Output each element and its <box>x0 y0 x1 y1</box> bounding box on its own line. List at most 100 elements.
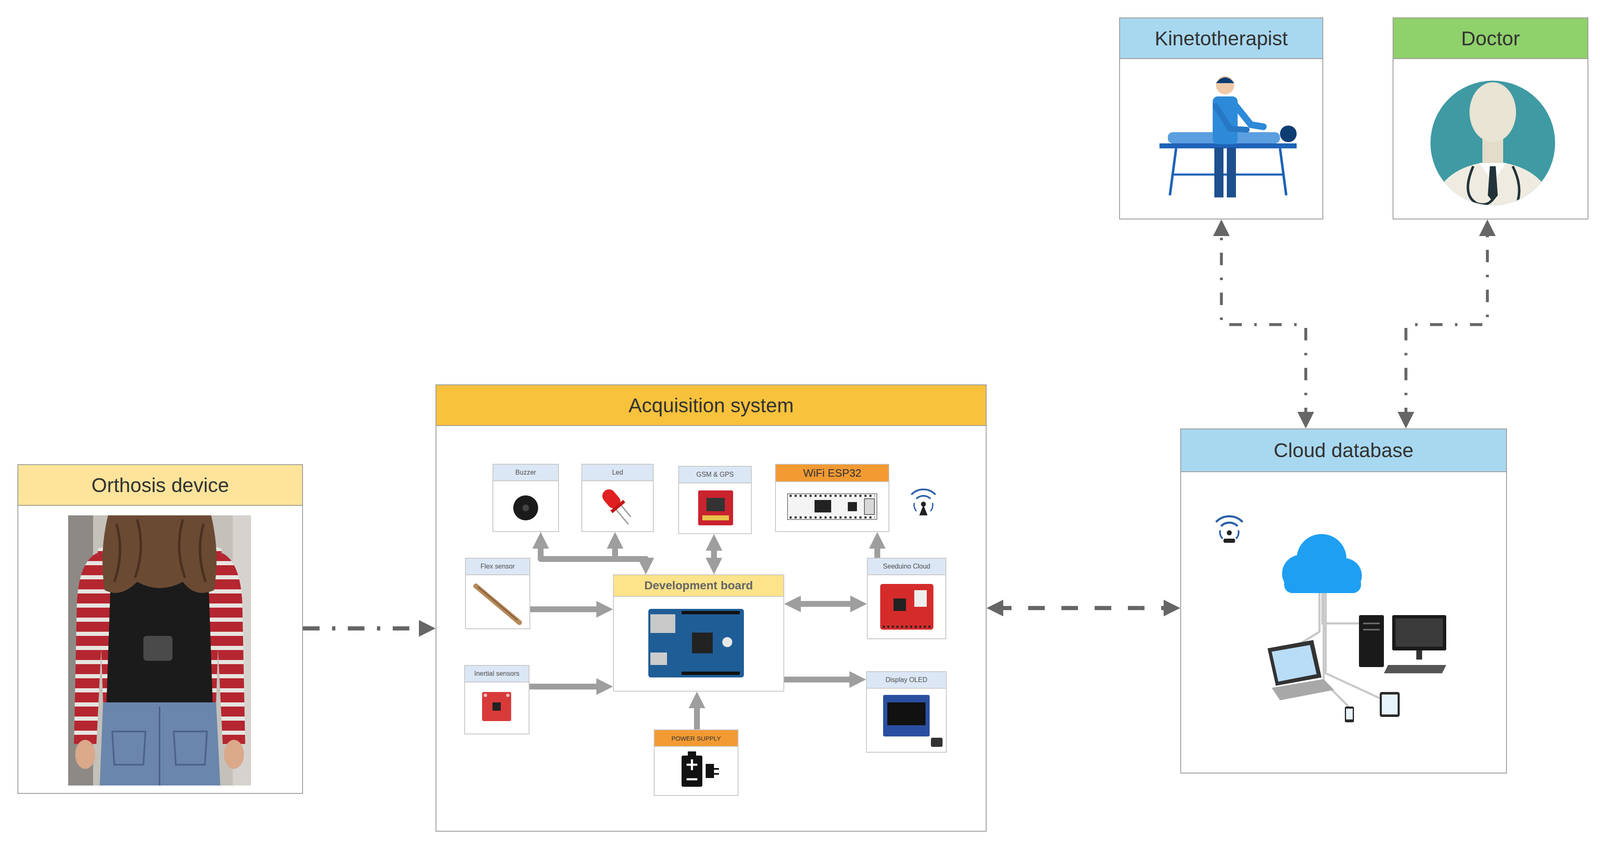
cloud-network-icon <box>1271 679 1335 701</box>
inertial-sensor-board <box>506 693 510 697</box>
header-band: Led <box>582 464 653 482</box>
connector <box>530 606 605 613</box>
development-board-icon <box>691 632 713 654</box>
doctor-icon <box>1467 166 1497 205</box>
oled-display-icon <box>883 694 930 737</box>
cloud-network-icon <box>1416 650 1423 660</box>
node-label: Buzzer <box>515 468 537 477</box>
header-band: Cloud database <box>1181 429 1507 473</box>
node-box: Flex sensor <box>465 557 531 630</box>
cloud-network-icon <box>1267 640 1322 686</box>
node-label: Kinetotherapist <box>1154 27 1288 50</box>
esp32-board <box>847 502 857 512</box>
inertial-sensor-board <box>482 691 512 722</box>
node-label: GSM & GPS <box>696 470 734 479</box>
connector <box>874 540 881 558</box>
led-icon <box>599 486 624 512</box>
esp32-board <box>789 494 875 498</box>
orthosis-photo <box>216 552 246 744</box>
cloud-network-icon <box>1344 706 1354 723</box>
header-band: Doctor <box>1393 18 1588 60</box>
cloud-network-icon <box>1220 530 1223 539</box>
cloud-network-icon <box>1235 530 1239 539</box>
wifi-symbol <box>911 489 936 495</box>
seeeduino-cloud-board <box>893 598 906 611</box>
connector <box>302 626 428 631</box>
cloud-network-icon <box>1383 664 1447 674</box>
inertial-sensor-board <box>492 702 501 711</box>
connector <box>1221 227 1306 421</box>
kinetotherapist-icon <box>1216 76 1235 95</box>
header-band: POWER SUPPLY <box>654 730 738 747</box>
orthosis-photo <box>173 731 207 765</box>
node-label: Led <box>612 468 624 477</box>
oled-display-icon <box>887 702 926 726</box>
kinetotherapist-icon <box>1214 147 1224 198</box>
orthosis-photo <box>224 739 244 769</box>
development-board-icon <box>650 652 668 665</box>
orthosis-photo <box>114 519 206 582</box>
node-box: WiFi ESP32 <box>775 463 890 532</box>
node-box: Orthosis device <box>17 464 303 794</box>
orthosis-photo <box>75 739 96 769</box>
flex-sensor-icon <box>475 585 520 623</box>
battery-icon <box>681 751 719 787</box>
esp32-board <box>789 516 875 519</box>
node-label: Inertial sensors <box>474 669 520 678</box>
node-label: Development board <box>644 578 753 593</box>
cloud-network-icon <box>1392 615 1447 651</box>
node-box: Kinetotherapist <box>1119 17 1324 220</box>
node-box: Acquisition systemBuzzer Led GSM & GPS WiFi… <box>435 384 987 832</box>
header-band: Display OLED <box>866 672 946 689</box>
esp32-board <box>814 499 832 513</box>
wifi-symbol <box>911 489 936 516</box>
wifi-symbol <box>930 502 933 512</box>
connector <box>792 600 859 607</box>
buzzer-icon <box>513 495 539 521</box>
doctor-icon <box>1429 82 1556 217</box>
header-band: GSM & GPS <box>679 466 751 484</box>
cloud-network-icon <box>1282 534 1362 594</box>
node-label: Cloud database <box>1273 438 1414 462</box>
esp32-board <box>864 498 875 515</box>
gsm-gps-module <box>698 490 734 526</box>
node-label: Seeduino Cloud <box>883 562 931 571</box>
header-band: Orthosis device <box>18 465 303 506</box>
flex-sensor-icon <box>477 586 518 621</box>
node-box: Inertial sensors <box>464 664 530 735</box>
cloud-network-icon <box>1346 708 1353 720</box>
doctor-icon <box>1512 166 1520 204</box>
node-box: POWER SUPPLY <box>653 729 739 796</box>
flex-sensor-icon <box>475 585 520 623</box>
node-label: Acquisition system <box>628 393 794 417</box>
doctor-icon <box>1469 82 1517 143</box>
kinetotherapist-icon <box>1280 125 1297 143</box>
orthosis-photo <box>158 706 161 786</box>
cloud-network-icon <box>1363 628 1380 631</box>
cloud-network-icon <box>1220 522 1238 527</box>
header-band: WiFi ESP32 <box>775 464 889 483</box>
cloud-network-icon <box>1381 694 1398 715</box>
node-label: POWER SUPPLY <box>671 734 722 742</box>
cloud-network-icon <box>1216 516 1447 723</box>
led-icon <box>610 499 626 514</box>
node-box: Buzzer <box>492 463 559 532</box>
connector <box>784 676 858 683</box>
inertial-sensor-board <box>482 691 512 722</box>
doctor-icon <box>1429 80 1556 217</box>
connector <box>540 540 646 567</box>
battery-icon <box>681 755 703 787</box>
battery-icon <box>691 759 694 771</box>
development-board-icon <box>648 608 744 678</box>
connector <box>615 540 646 567</box>
doctor-icon <box>1429 161 1556 217</box>
header-band: Development board <box>613 575 784 597</box>
development-board-icon <box>681 671 740 675</box>
node-box: GSM & GPS <box>678 465 752 535</box>
seeeduino-cloud-board <box>914 590 927 607</box>
led-icon <box>598 485 638 528</box>
wifi-symbol <box>920 501 926 507</box>
led-icon <box>621 505 631 517</box>
